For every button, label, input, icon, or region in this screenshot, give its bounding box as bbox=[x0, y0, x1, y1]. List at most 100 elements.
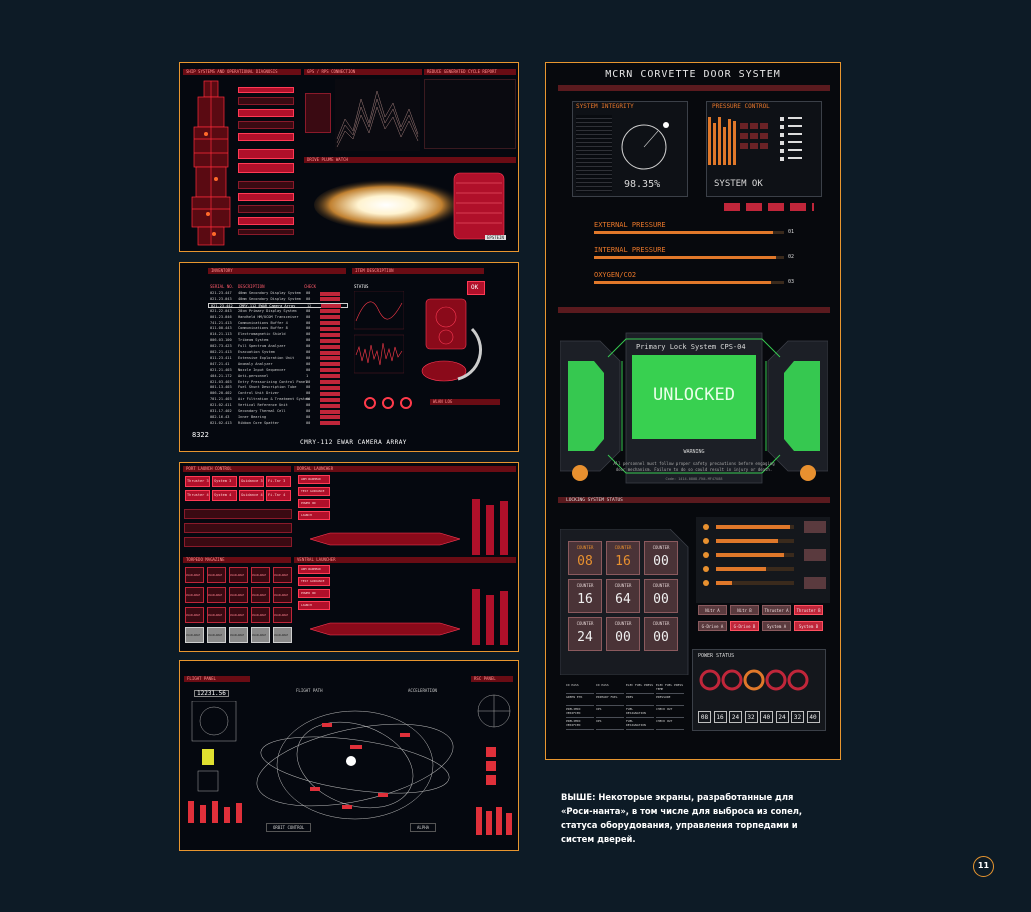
row-check-button[interactable] bbox=[320, 332, 340, 337]
row-check-button[interactable] bbox=[320, 415, 340, 420]
row-check-button[interactable] bbox=[320, 362, 340, 367]
slider-row[interactable] bbox=[184, 523, 292, 533]
magazine-slot[interactable] bbox=[273, 587, 292, 603]
magazine-slot[interactable] bbox=[185, 607, 204, 623]
launcher-button[interactable] bbox=[298, 601, 330, 610]
launcher-button[interactable] bbox=[298, 475, 330, 484]
row-check-button[interactable] bbox=[320, 409, 340, 414]
row-check-button[interactable] bbox=[320, 344, 340, 349]
lock-button[interactable]: G-Drive A bbox=[698, 621, 727, 631]
thruster-button[interactable] bbox=[266, 490, 291, 501]
lock-button[interactable]: Nitr B bbox=[730, 605, 759, 615]
lock-button[interactable]: Thruster B bbox=[794, 605, 823, 615]
launcher-button[interactable] bbox=[298, 577, 330, 586]
launcher-button[interactable] bbox=[298, 589, 330, 598]
ok-button[interactable] bbox=[467, 281, 485, 295]
systems-row[interactable] bbox=[238, 217, 294, 225]
row-check-button[interactable] bbox=[320, 291, 340, 296]
magazine-slot[interactable] bbox=[273, 607, 292, 623]
systems-row[interactable] bbox=[238, 149, 294, 159]
lock-button[interactable]: System B bbox=[794, 621, 823, 631]
row-check-button[interactable] bbox=[320, 297, 340, 302]
row-check-button[interactable] bbox=[320, 350, 340, 355]
magazine-slot[interactable] bbox=[207, 567, 226, 583]
row-check-button[interactable] bbox=[320, 326, 340, 331]
row-check-button[interactable] bbox=[320, 356, 340, 361]
magazine-slot[interactable] bbox=[251, 607, 270, 623]
lock-button[interactable]: G-Drive B bbox=[730, 621, 759, 631]
row-check-button[interactable] bbox=[320, 397, 340, 402]
row-check-button[interactable] bbox=[320, 338, 340, 343]
launcher-button[interactable] bbox=[298, 487, 330, 496]
launcher-button[interactable] bbox=[298, 511, 330, 520]
row-check-button[interactable] bbox=[320, 368, 340, 373]
systems-row[interactable] bbox=[238, 133, 294, 141]
row-check-button[interactable] bbox=[320, 391, 340, 396]
row-check-button[interactable] bbox=[320, 421, 340, 426]
row-check-button[interactable] bbox=[320, 374, 340, 379]
slider-row[interactable] bbox=[184, 509, 292, 519]
thruster-button[interactable] bbox=[212, 476, 237, 487]
magazine-slot[interactable] bbox=[185, 627, 204, 643]
magazine-slot[interactable] bbox=[207, 587, 226, 603]
magazine-slot[interactable] bbox=[229, 627, 248, 643]
thruster-button[interactable] bbox=[185, 476, 210, 487]
magazine-slot[interactable] bbox=[229, 567, 248, 583]
thruster-button[interactable] bbox=[239, 476, 264, 487]
lock-button[interactable]: Nitr A bbox=[698, 605, 727, 615]
row-check-button[interactable] bbox=[321, 304, 341, 309]
thruster-button[interactable] bbox=[239, 490, 264, 501]
systems-row[interactable] bbox=[238, 163, 294, 173]
magazine-slot[interactable] bbox=[229, 587, 248, 603]
lock-button[interactable]: Thruster A bbox=[762, 605, 791, 615]
systems-row[interactable] bbox=[238, 109, 294, 117]
magazine-slot[interactable] bbox=[273, 567, 292, 583]
thruster-button[interactable] bbox=[185, 490, 210, 501]
magazine-slot[interactable] bbox=[251, 587, 270, 603]
magazine-slot[interactable] bbox=[273, 627, 292, 643]
launcher-button[interactable] bbox=[298, 565, 330, 574]
systems-button-grid[interactable] bbox=[238, 87, 294, 93]
row-check-button[interactable] bbox=[320, 309, 340, 314]
row-check-button[interactable] bbox=[320, 403, 340, 408]
magazine-slot[interactable] bbox=[251, 627, 270, 643]
magazine-slot[interactable] bbox=[207, 627, 226, 643]
launcher-button[interactable] bbox=[298, 499, 330, 508]
row-check-button[interactable] bbox=[320, 315, 340, 320]
thruster-button[interactable] bbox=[266, 476, 291, 487]
magazine-slot[interactable] bbox=[229, 607, 248, 623]
keypad[interactable] bbox=[305, 93, 331, 133]
unlocked-panel[interactable] bbox=[632, 355, 756, 439]
magazine-slot[interactable] bbox=[185, 567, 204, 583]
lock-button[interactable]: System A bbox=[762, 621, 791, 631]
row-check-button[interactable] bbox=[320, 321, 340, 325]
row-check-button[interactable] bbox=[320, 380, 340, 384]
magazine-slot[interactable] bbox=[185, 587, 204, 603]
row-check-button[interactable] bbox=[320, 385, 340, 390]
systems-row[interactable] bbox=[238, 193, 294, 201]
thruster-button[interactable] bbox=[212, 490, 237, 501]
